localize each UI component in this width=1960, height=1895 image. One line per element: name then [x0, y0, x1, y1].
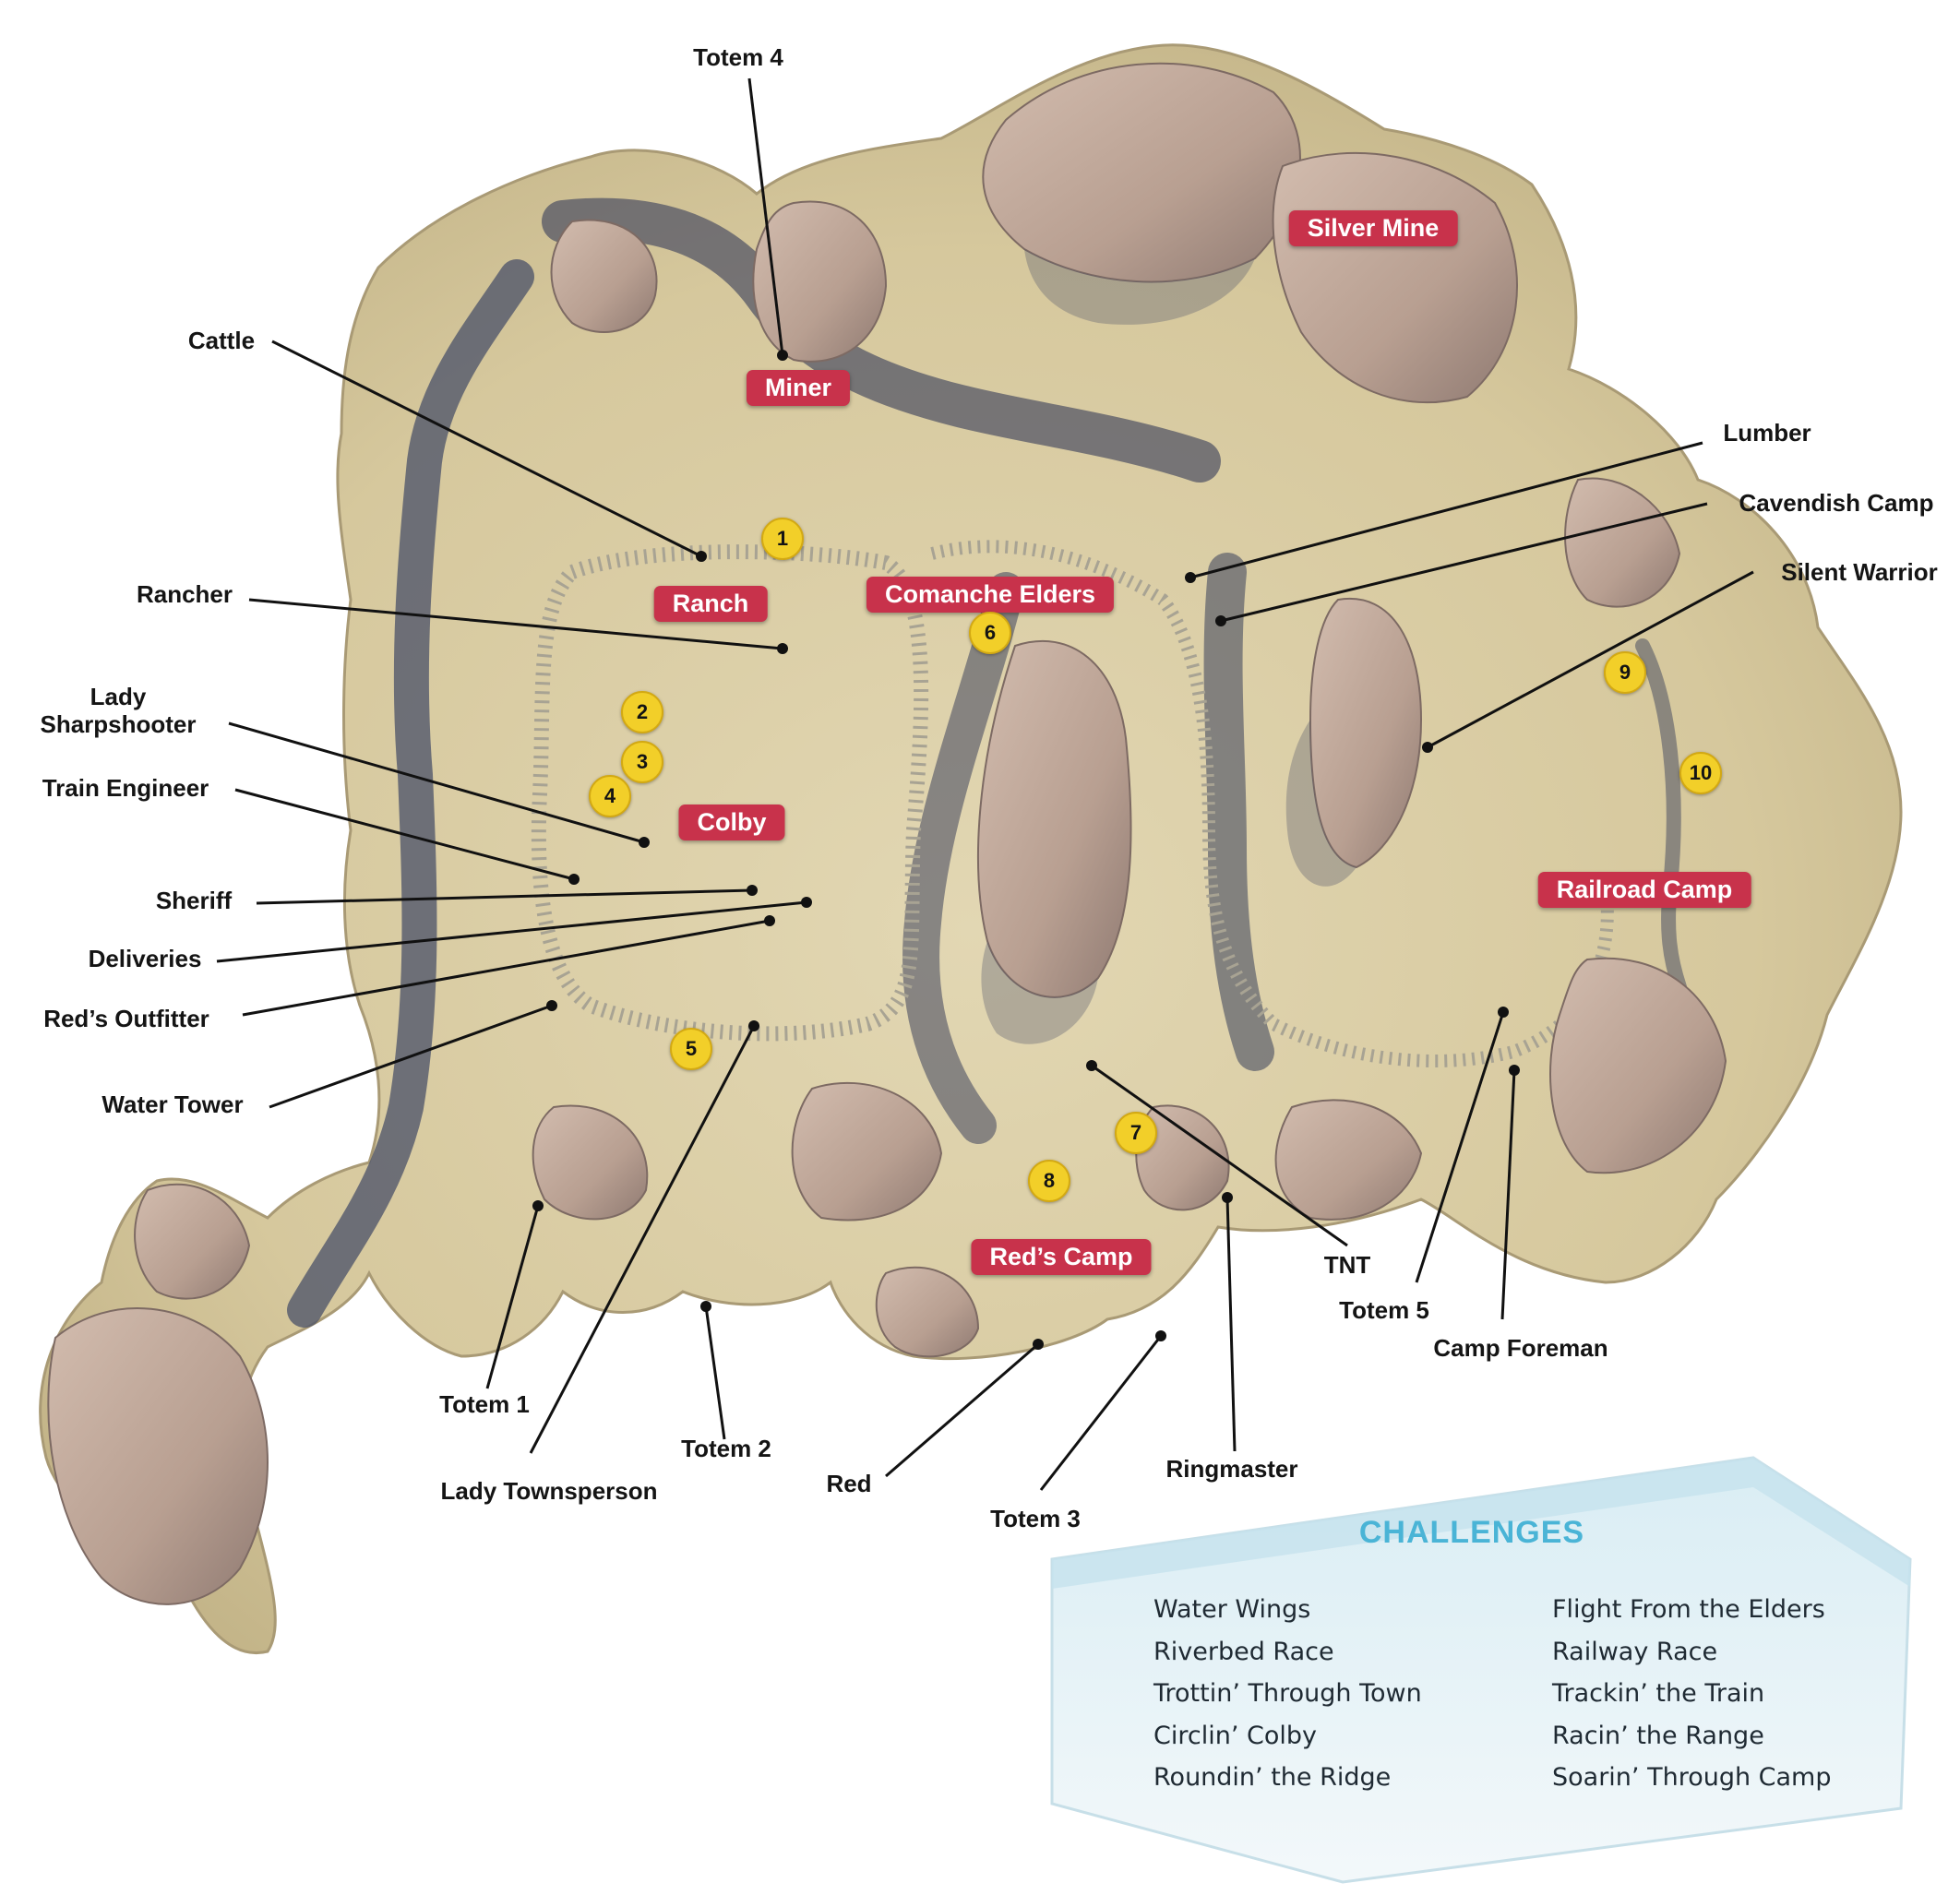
terrain-river — [287, 259, 534, 1328]
callout-reds-outfitter: Red’s Outfitter — [43, 1005, 209, 1032]
challenge-item: Circlin’ Colby — [1153, 1721, 1317, 1750]
callout-lady-sharpshooter-line2: Sharpshooter — [40, 709, 197, 738]
callout-rancher: Rancher — [136, 580, 233, 608]
callout-silent-warrior: Silent Warrior — [1781, 558, 1938, 586]
challenge-item: Flight From the Elders — [1552, 1595, 1825, 1624]
callout-lady-sharpshooter: Lady Sharpshooter — [40, 683, 197, 739]
marker-4: 4 — [589, 775, 631, 817]
area-label-ranch: Ranch — [653, 586, 768, 622]
callout-lady-townsperson: Lady Townsperson — [440, 1477, 658, 1505]
area-label-railroad-camp: Railroad Camp — [1537, 872, 1751, 908]
callout-camp-foreman: Camp Foreman — [1433, 1334, 1608, 1362]
callout-tnt: TNT — [1323, 1251, 1371, 1279]
challenges-list-left: Water Wings Riverbed Race Trottin’ Throu… — [1153, 1589, 1422, 1799]
callout-deliveries: Deliveries — [88, 945, 202, 972]
marker-7: 7 — [1115, 1112, 1157, 1154]
marker-5: 5 — [670, 1028, 712, 1070]
callout-cavendish-camp: Cavendish Camp — [1739, 489, 1934, 517]
area-label-reds-camp: Red’s Camp — [971, 1239, 1152, 1275]
leader-dots — [532, 350, 1520, 1350]
terrain-railroad-east — [930, 540, 1614, 1067]
leader-lines — [216, 77, 1754, 1491]
challenge-item: Water Wings — [1153, 1595, 1311, 1624]
area-label-comanche-elders: Comanche Elders — [866, 577, 1115, 613]
callout-lady-sharpshooter-line1: Lady — [90, 683, 147, 710]
marker-1: 1 — [761, 518, 804, 560]
area-label-miner: Miner — [746, 370, 851, 406]
callout-lumber: Lumber — [1723, 419, 1811, 447]
callout-ringmaster: Ringmaster — [1165, 1455, 1298, 1483]
callout-totem-5: Totem 5 — [1339, 1296, 1429, 1324]
terrain-creek-east — [1635, 638, 1687, 995]
callout-totem-4: Totem 4 — [693, 43, 783, 71]
terrain-canyon-east — [1203, 553, 1274, 1071]
callout-totem-3: Totem 3 — [990, 1505, 1081, 1532]
callout-totem-1: Totem 1 — [439, 1390, 530, 1418]
challenge-item: Riverbed Race — [1153, 1637, 1334, 1666]
challenge-item: Soarin’ Through Camp — [1552, 1763, 1832, 1792]
terrain-shadows — [981, 249, 1356, 1044]
callout-sheriff: Sheriff — [155, 887, 233, 914]
challenge-item: Roundin’ the Ridge — [1153, 1763, 1392, 1792]
callout-cattle: Cattle — [187, 327, 256, 354]
marker-3: 3 — [621, 741, 663, 783]
area-label-colby: Colby — [678, 804, 785, 840]
challenges-panel-shape — [1050, 1456, 1912, 1884]
challenge-item: Railway Race — [1552, 1637, 1718, 1666]
challenges-title: CHALLENGES — [1358, 1515, 1585, 1550]
area-label-silver-mine: Silver Mine — [1288, 210, 1458, 246]
terrain-canyon-north — [542, 197, 1221, 483]
marker-6: 6 — [969, 612, 1011, 654]
marker-8: 8 — [1028, 1160, 1070, 1202]
callout-red: Red — [826, 1470, 872, 1497]
terrain-canyon-center — [902, 572, 1024, 1144]
terrain-railroad-colby — [531, 544, 929, 1042]
challenge-item: Trackin’ the Train — [1552, 1679, 1765, 1708]
callout-totem-2: Totem 2 — [681, 1435, 771, 1462]
terrain-rocks — [47, 62, 1727, 1605]
challenge-item: Racin’ the Range — [1552, 1721, 1764, 1750]
marker-9: 9 — [1604, 651, 1646, 694]
callout-train-engineer: Train Engineer — [42, 774, 209, 802]
terrain-landmass — [39, 43, 1903, 1654]
callout-water-tower: Water Tower — [102, 1091, 244, 1118]
challenges-list-right: Flight From the Elders Railway Race Trac… — [1552, 1589, 1832, 1799]
marker-2: 2 — [621, 691, 663, 733]
marker-10: 10 — [1679, 752, 1722, 794]
challenges-panel: CHALLENGES Water Wings Riverbed Race Tro… — [1043, 1448, 1910, 1873]
challenge-item: Trottin’ Through Town — [1153, 1679, 1422, 1708]
